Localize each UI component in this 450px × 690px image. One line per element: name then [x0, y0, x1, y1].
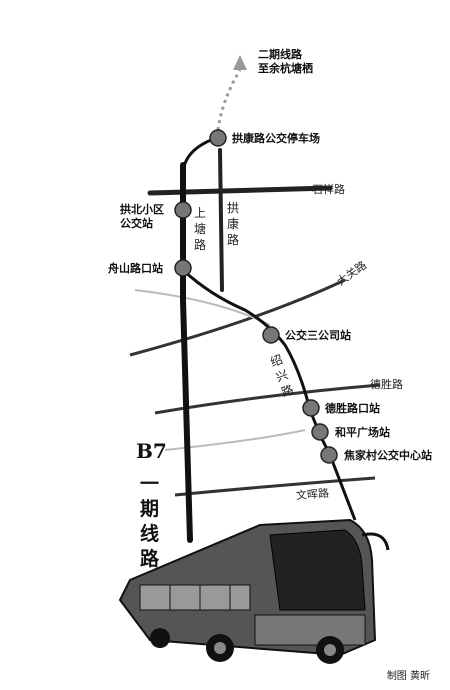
b7-route: [181, 136, 357, 521]
station-dot-6: [311, 423, 329, 441]
station-label-6: 和平广场站: [335, 426, 390, 439]
station-label-1: 拱康路公交停车场: [232, 132, 320, 145]
station-dot-5: [302, 399, 320, 417]
road-datang: [129, 278, 346, 357]
station-label-2b: 公交站: [120, 217, 153, 230]
station-label-4: 公交三公司站: [285, 329, 351, 342]
station-dot-3: [174, 259, 192, 277]
station-dot-7: [320, 446, 338, 464]
route-name: B7: [136, 439, 167, 463]
map-credit: 制图 黄昕: [386, 671, 430, 682]
road-desheng: [154, 383, 381, 415]
road-gongkang: [218, 148, 224, 292]
next-phase-dotted: [216, 69, 242, 131]
station-dot-1: [209, 129, 227, 147]
road-label-desheng: 德胜路: [370, 378, 403, 391]
station-label-2a: 拱北小区: [120, 203, 164, 216]
station-label-7: 焦家村公交中心站: [344, 449, 432, 462]
station-label-5: 德胜路口站: [325, 402, 380, 415]
next-phase-arrow: [233, 55, 247, 70]
road-label-gongkang: 拱康路: [226, 201, 239, 247]
route-subtitle: 一期线路: [140, 473, 160, 570]
next-phase-label-1: 二期线路: [258, 48, 302, 61]
road-label-wenhui: 文晖路: [295, 486, 330, 503]
road-wenhui: [174, 476, 376, 497]
road-label-shangtang: 上塘路: [193, 206, 206, 252]
road-label-shiqiao: 石祥路: [312, 183, 345, 196]
bus-illustration: [118, 518, 390, 664]
station-label-3: 舟山路口站: [108, 262, 163, 275]
road-shiqiao: [147, 185, 333, 196]
next-phase-label-2: 至余杭塘栖: [258, 62, 313, 75]
station-dot-2: [174, 201, 192, 219]
station-dot-4: [262, 326, 280, 344]
